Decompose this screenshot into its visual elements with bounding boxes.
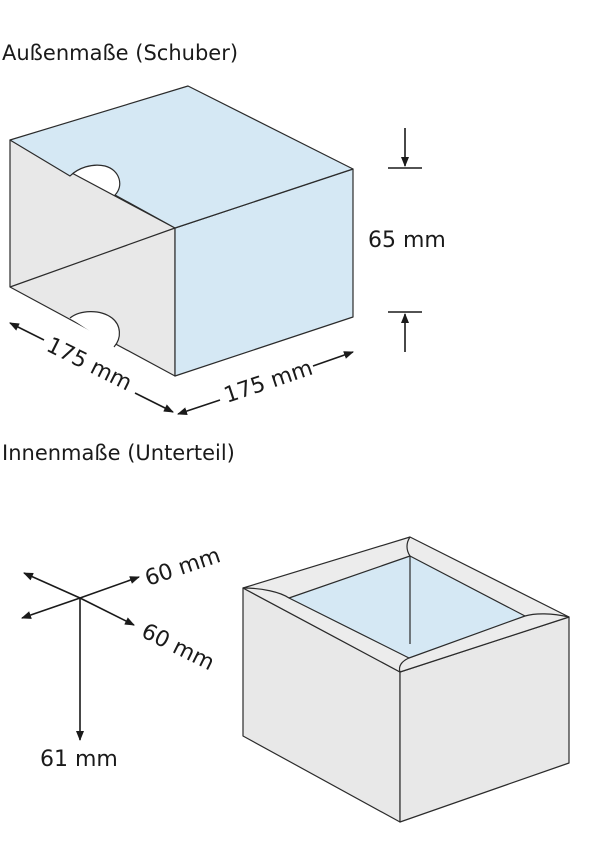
- inner-width-label: 60 mm: [142, 543, 224, 591]
- depth-arrow-left: [9, 322, 45, 341]
- outer-height-dimension: 65 mm: [368, 128, 446, 352]
- axis-arrow-lower-right: [79, 597, 135, 626]
- inner-height-label: 61 mm: [40, 747, 118, 772]
- slipcase-box: [9, 85, 354, 377]
- outer-height-label: 65 mm: [368, 228, 446, 253]
- rim-corner-back: [406, 536, 411, 557]
- rim-corner-left: [242, 587, 290, 599]
- axis-arrow-upper-right: [79, 576, 140, 599]
- inner-box: [242, 536, 570, 823]
- slipcase-bottom-notch: [69, 311, 120, 348]
- width-arrow-right: [312, 351, 354, 367]
- inner-dimension-axes: 60 mm 60 mm 61 mm: [21, 543, 224, 772]
- rim-corner-front: [398, 657, 410, 673]
- width-arrow-left: [177, 399, 221, 415]
- axis-arrow-lower-left: [21, 597, 81, 619]
- slipcase-top-face: [9, 85, 354, 229]
- outer-section-title: Außenmaße (Schuber): [2, 41, 238, 65]
- axis-arrow-upper-left: [23, 572, 81, 599]
- outer-width-label: 175 mm: [221, 356, 316, 409]
- depth-arrow-right: [134, 392, 174, 413]
- slipcase-inner-edge: [9, 227, 176, 288]
- rim-corner-right: [524, 613, 570, 618]
- inner-depth-label: 60 mm: [137, 619, 218, 676]
- inner-section-title: Innenmaße (Unterteil): [2, 441, 235, 465]
